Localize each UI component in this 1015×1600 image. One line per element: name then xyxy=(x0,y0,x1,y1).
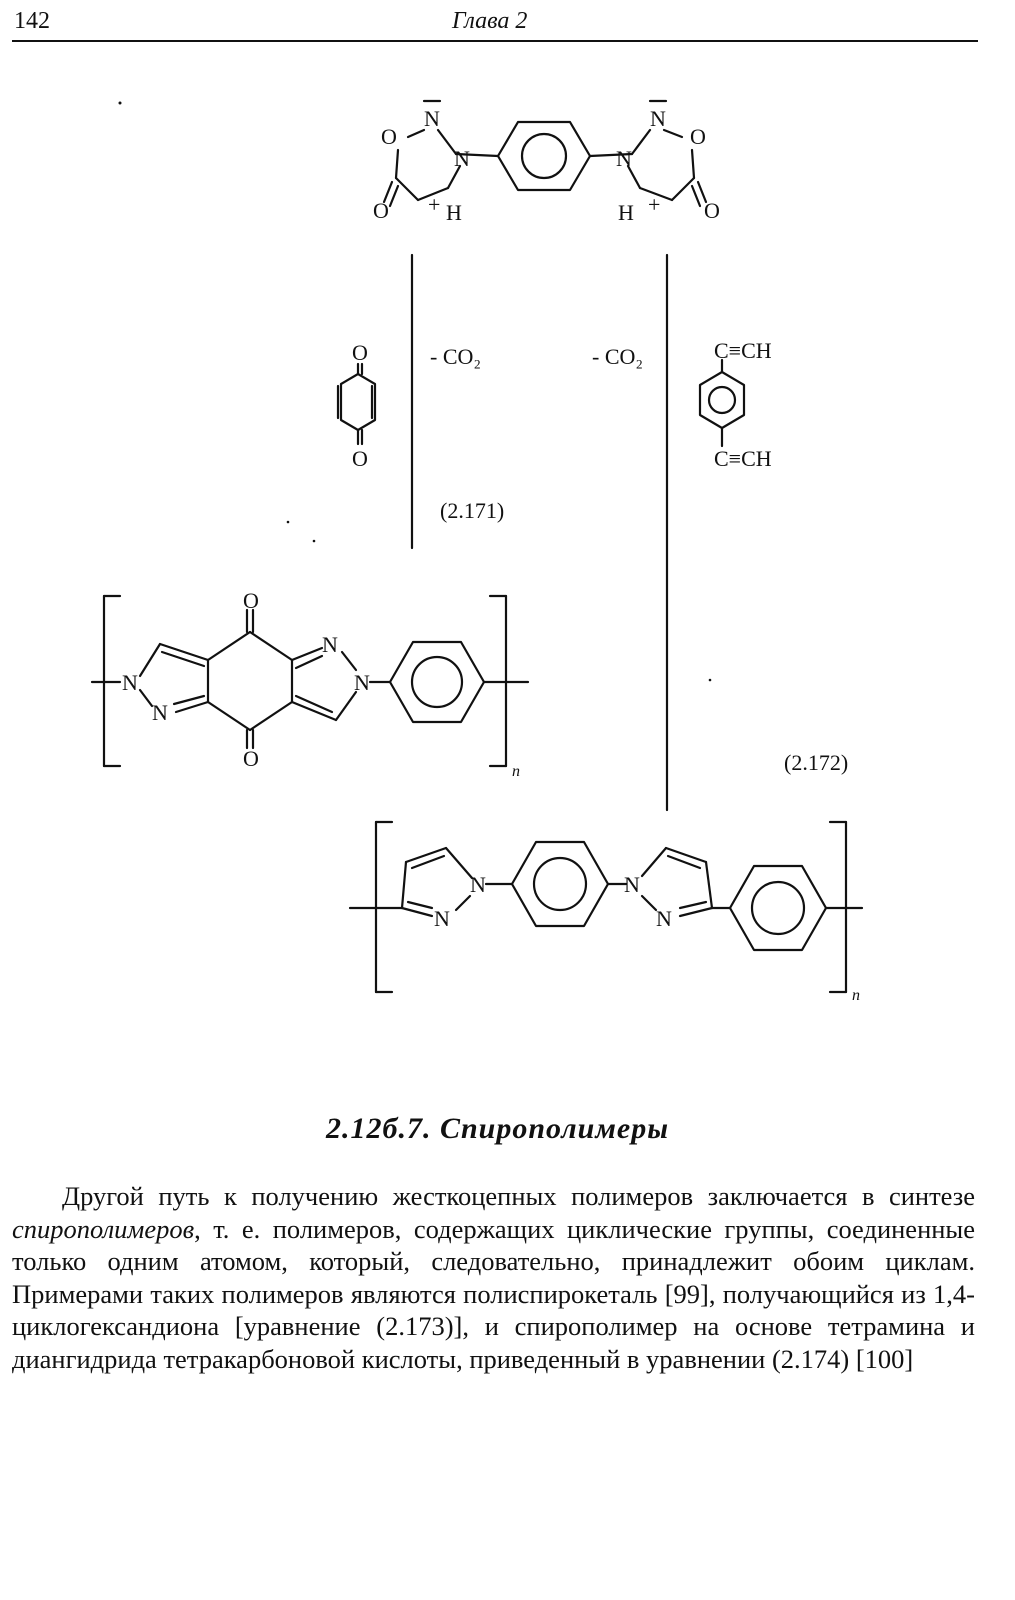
alkyne-label: C≡CH xyxy=(714,338,772,363)
atom-label: N xyxy=(650,106,666,131)
repeat-index: n xyxy=(852,987,860,1004)
atom-label: N xyxy=(434,906,450,931)
atom-label: N xyxy=(470,872,486,897)
section-heading: 2.12б.7. Спирополимеры xyxy=(325,1112,670,1145)
atom-label: N xyxy=(424,106,440,131)
reagent-loss-label: - CO₂ xyxy=(430,344,481,369)
atom-label: O xyxy=(352,446,368,471)
print-speck xyxy=(286,520,290,524)
atom-label: O xyxy=(704,198,720,223)
reagent-loss-label: - CO₂ xyxy=(592,344,643,369)
atom-label: N xyxy=(624,872,640,897)
atom-label: N xyxy=(656,906,672,931)
repeat-index: n xyxy=(512,763,520,780)
reaction-scheme: O N N O + H N O N H + O - CO₂ - CO₂ O O … xyxy=(90,99,864,1004)
body-paragraph: Другой путь к получению жесткоцепных пол… xyxy=(12,1180,975,1375)
print-speck xyxy=(708,678,712,682)
atom-label: H xyxy=(446,200,462,225)
atom-label: O xyxy=(381,124,397,149)
atom-label: N xyxy=(322,632,338,657)
body-italic-term: спирополимеров xyxy=(12,1213,195,1244)
print-speck xyxy=(118,101,122,105)
atom-label: N xyxy=(122,670,138,695)
atom-label: N xyxy=(454,146,470,171)
running-head: Глава 2 xyxy=(452,8,528,34)
body-text-end: , т. е. полимеров, содержащих циклически… xyxy=(12,1213,975,1374)
print-speck xyxy=(312,539,316,543)
atom-label: N xyxy=(354,670,370,695)
body-text-start: Другой путь к получению жесткоцепных пол… xyxy=(62,1181,975,1211)
atom-label: O xyxy=(373,198,389,223)
atom-label: N xyxy=(616,146,632,171)
header-rule xyxy=(12,40,978,42)
charge-label: + xyxy=(428,192,440,217)
atom-label: O xyxy=(352,340,368,365)
atom-label: O xyxy=(243,746,259,771)
page-number: 142 xyxy=(14,8,50,34)
atom-label: H xyxy=(618,200,634,225)
alkyne-label: C≡CH xyxy=(714,446,772,471)
atom-label: N xyxy=(152,700,168,725)
equation-number-label: (2.172) xyxy=(784,750,848,775)
atom-label: O xyxy=(690,124,706,149)
atom-label: O xyxy=(243,588,259,613)
charge-label: + xyxy=(648,192,660,217)
equation-number-label: (2.171) xyxy=(440,498,504,523)
